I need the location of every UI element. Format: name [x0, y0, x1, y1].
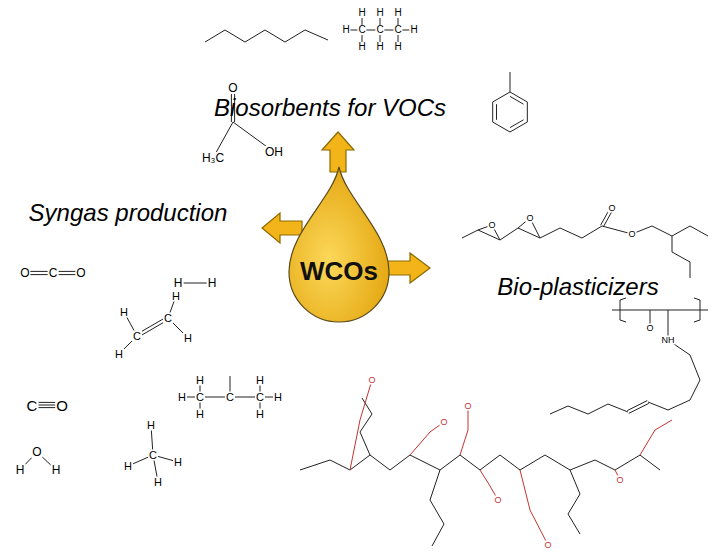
- atom-label: O: [615, 476, 624, 485]
- atom-label: C: [357, 25, 366, 35]
- atom-label: H: [146, 420, 156, 431]
- atom-label: C: [225, 392, 235, 403]
- atom-label: O: [367, 376, 376, 385]
- bond-line: [510, 96, 524, 104]
- skeletal-chain: [550, 404, 628, 414]
- category-label: Bio-plasticizers: [497, 275, 658, 299]
- bond-line: [182, 397, 260, 398]
- skeletal-chain: [350, 380, 372, 470]
- skeletal-chain: [430, 470, 444, 546]
- skeletal-chain: [410, 422, 444, 455]
- atom-label: O: [31, 446, 42, 458]
- category-label: Syngas production: [29, 201, 228, 225]
- drop-shape: [289, 167, 389, 322]
- atom-label: O: [607, 204, 616, 213]
- atom-label: H: [357, 42, 366, 52]
- atom-label: C: [132, 331, 142, 342]
- bond-line: [510, 120, 524, 128]
- atom-label: H: [341, 25, 350, 35]
- atom-label: H: [255, 409, 265, 420]
- skeletal-chain: [640, 420, 672, 455]
- atom-label: C: [26, 398, 39, 413]
- atom-label: C: [48, 267, 59, 279]
- atom-label: C: [195, 392, 205, 403]
- atom-label: H: [119, 307, 129, 318]
- atom-label: O: [75, 267, 86, 279]
- skeletal-chain: [462, 226, 708, 240]
- atom-label: H: [357, 8, 366, 18]
- atom-label: H: [273, 392, 283, 403]
- skeletal-chain: [460, 406, 468, 455]
- bond-line: [510, 72, 511, 92]
- skeletal-chain: [612, 310, 708, 311]
- skeletal-chain: [360, 398, 372, 455]
- atom-label: O: [463, 402, 472, 411]
- block-arrow: [386, 253, 430, 283]
- atom-label: O: [55, 398, 69, 413]
- atom-label: O: [19, 267, 30, 279]
- skeletal-chain: [672, 236, 690, 278]
- atom-label: O: [487, 221, 496, 230]
- atom-label: O: [439, 418, 448, 427]
- category-label: Biosorbents for VOCs: [214, 96, 446, 120]
- atom-label: H: [207, 277, 218, 289]
- atom-label: O: [627, 230, 636, 239]
- atom-label: C: [148, 450, 158, 461]
- atom-label: H: [393, 8, 402, 18]
- atom-label: H: [15, 464, 26, 476]
- atom-label: C: [375, 25, 384, 35]
- atom-label: O: [645, 324, 654, 333]
- skeletal-chain: [568, 470, 580, 534]
- skeletal-chain: [520, 470, 548, 545]
- atom-label: H: [173, 457, 183, 468]
- atom-label: H: [123, 461, 133, 472]
- atom-label: H: [153, 477, 163, 488]
- atom-label: H: [393, 42, 402, 52]
- bond-line: [627, 401, 647, 411]
- oil-drop: WCOs: [288, 165, 390, 323]
- atom-label: H₃C: [201, 152, 225, 164]
- skeletal-chain: [205, 30, 328, 42]
- atom-label: C: [163, 313, 173, 324]
- atom-label: H: [375, 42, 384, 52]
- atom-label: H: [171, 291, 181, 302]
- atom-label: H: [375, 8, 384, 18]
- atom-label: C: [255, 392, 265, 403]
- atom-label: H: [195, 409, 205, 420]
- block-arrow: [262, 213, 302, 243]
- atom-label: H: [409, 25, 418, 35]
- atom-label: H: [177, 392, 187, 403]
- atom-label: NH: [661, 336, 676, 345]
- atom-label: OH: [264, 146, 284, 158]
- atom-label: O: [493, 496, 502, 505]
- atom-label: O: [227, 82, 238, 94]
- atom-label: C: [393, 25, 402, 35]
- bond-line: [496, 104, 497, 120]
- skeletal-chain: [493, 92, 528, 132]
- node-title: WCOs: [300, 256, 378, 287]
- atom-label: H: [114, 349, 124, 360]
- atom-label: H: [51, 464, 62, 476]
- skeletal-chain: [300, 455, 660, 470]
- atom-label: H: [255, 375, 265, 386]
- atom-label: O: [525, 214, 534, 223]
- drop-outline: [288, 165, 390, 323]
- atom-label: H: [183, 333, 193, 344]
- atom-label: H: [195, 375, 205, 386]
- block-arrow: [322, 132, 354, 172]
- atom-label: H: [173, 277, 184, 289]
- molecule-bonds: [20, 13, 708, 546]
- skeletal-chain: [648, 340, 700, 410]
- atom-label: O: [543, 541, 552, 550]
